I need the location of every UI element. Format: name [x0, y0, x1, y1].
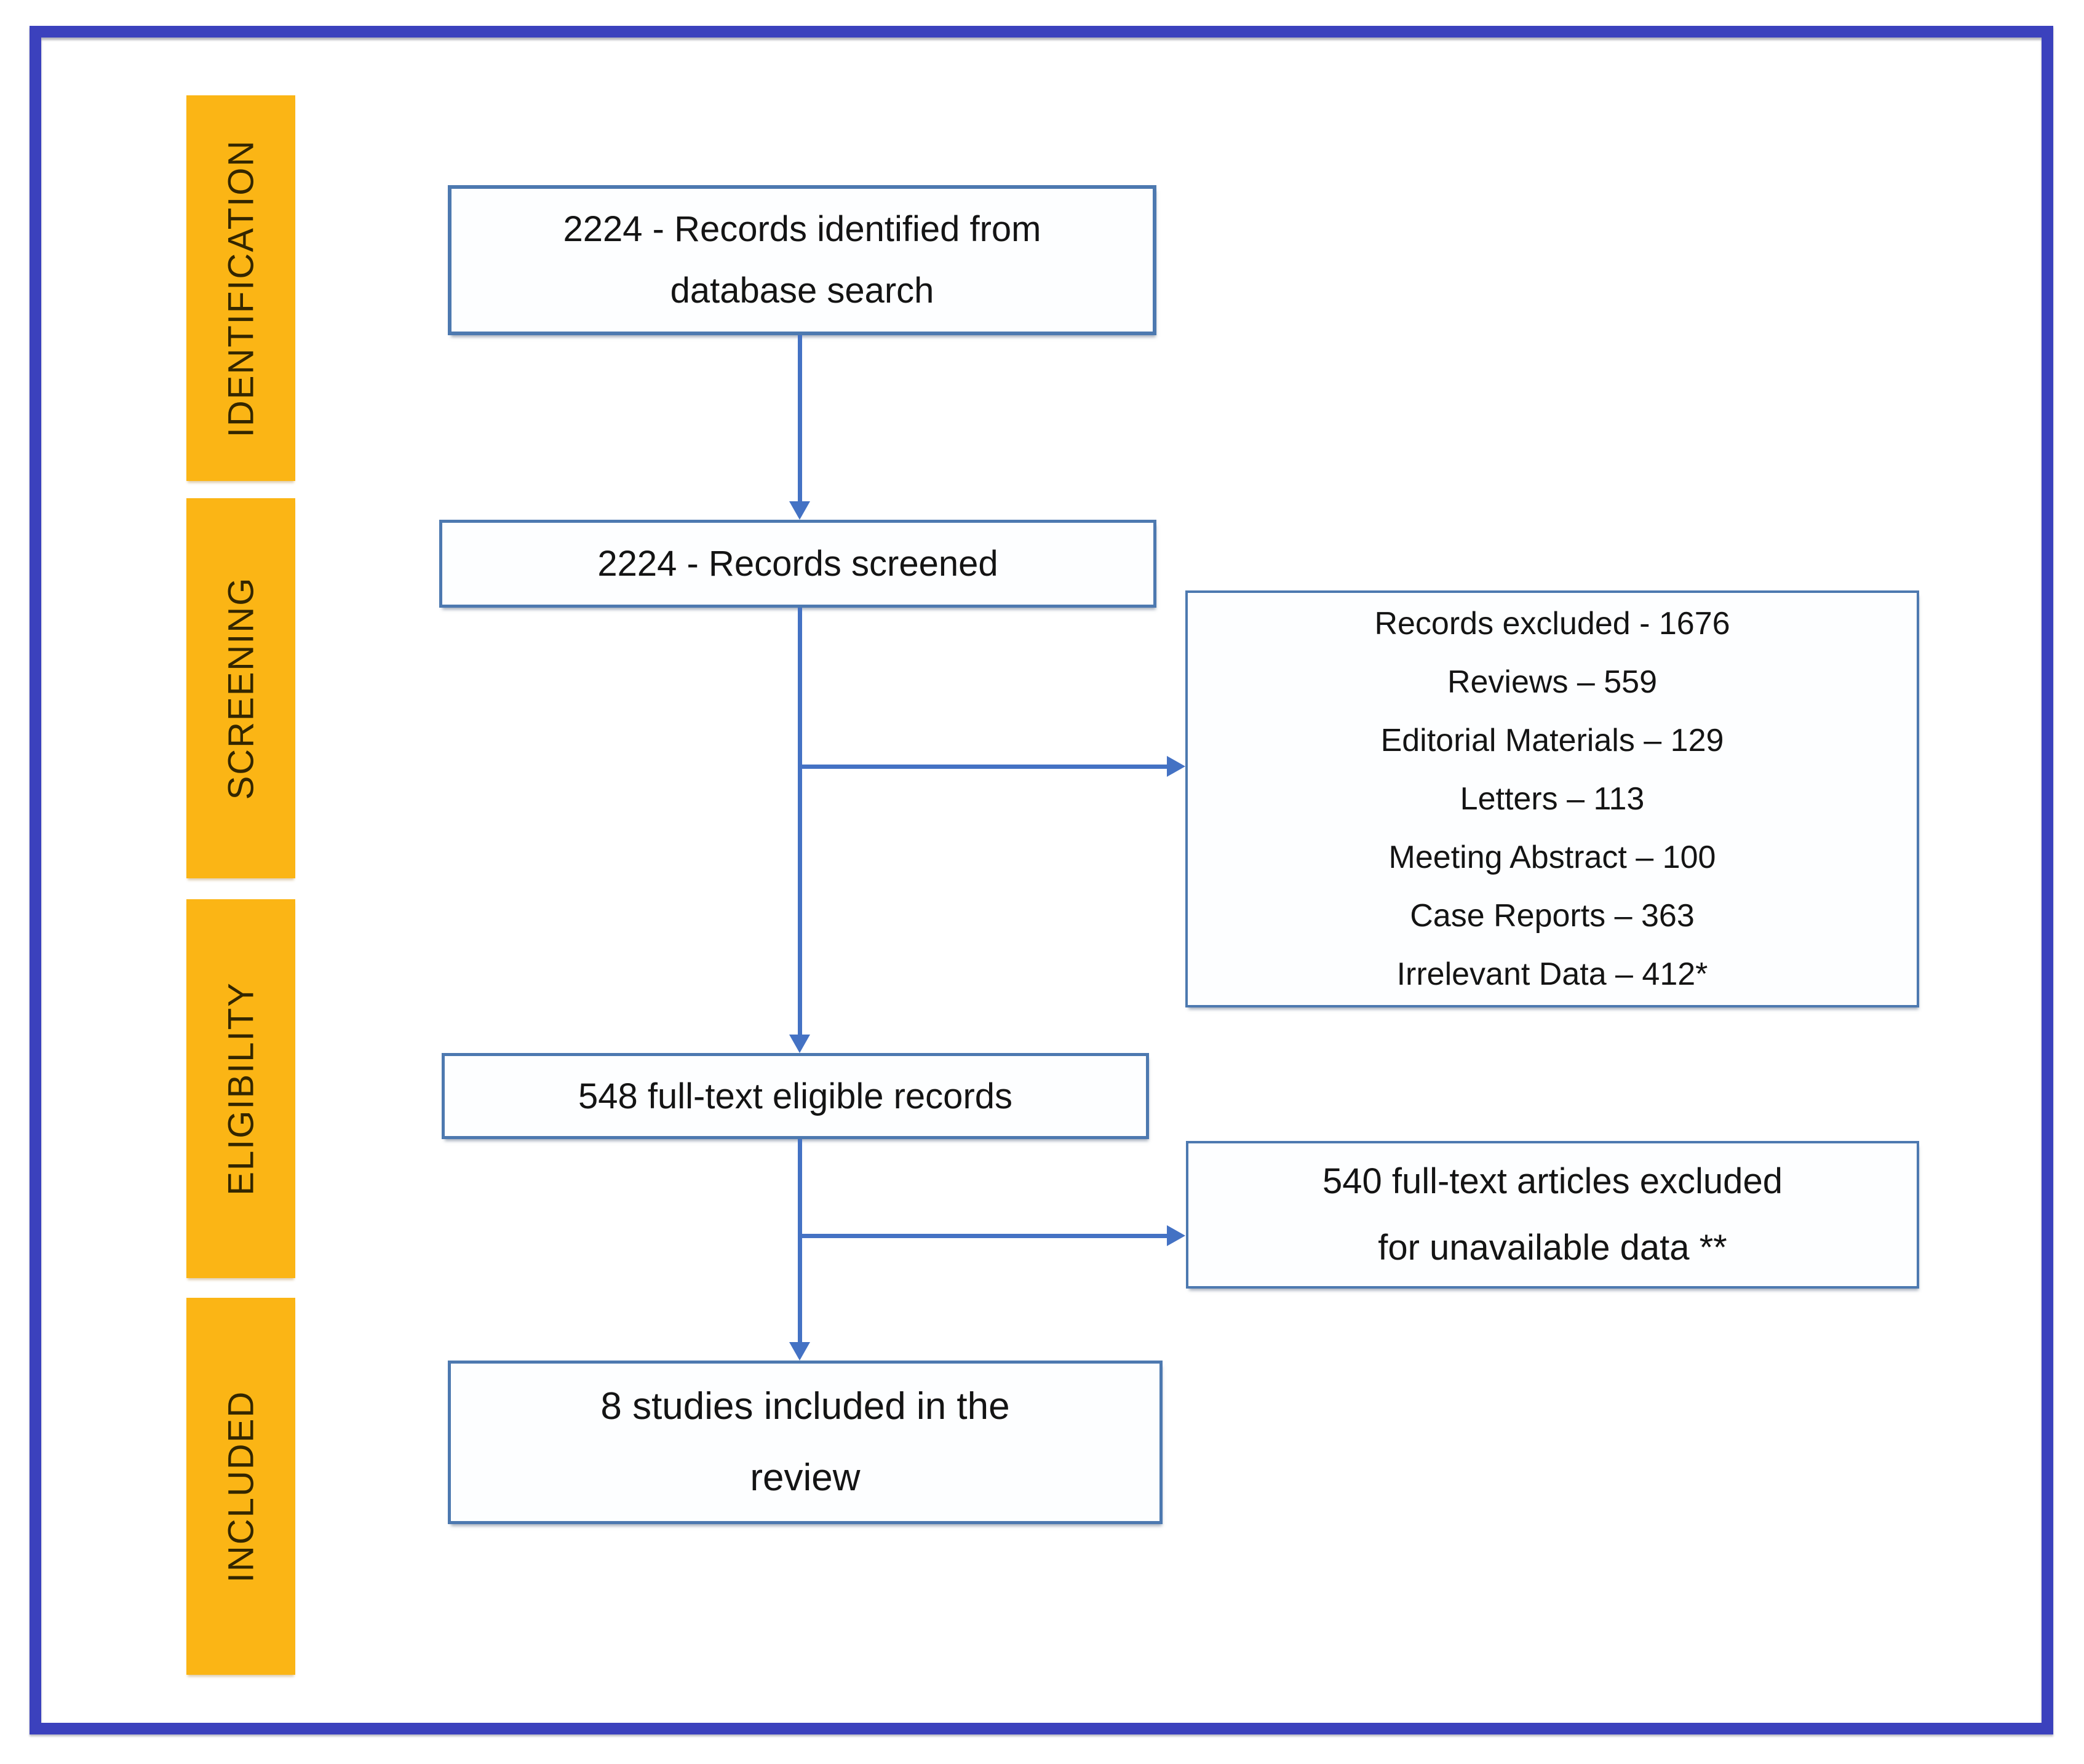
stage-included: INCLUDED [186, 1298, 295, 1675]
box-studies-included-line: review [750, 1456, 861, 1499]
arrowhead-to-included-icon [789, 1342, 810, 1361]
connector-screened-to-eligible-line [798, 608, 802, 1035]
arrowhead-to-eligible-icon [789, 1035, 810, 1053]
box-fulltext-excluded: 540 full-text articles excluded for unav… [1186, 1141, 1919, 1289]
box-studies-included: 8 studies included in the review [448, 1361, 1163, 1524]
box-records-excluded-line: Reviews – 559 [1447, 664, 1658, 700]
box-fulltext-eligible: 548 full-text eligible records [442, 1053, 1149, 1139]
box-fulltext-excluded-line: 540 full-text articles excluded [1322, 1161, 1783, 1201]
stage-screening: SCREENING [186, 498, 295, 878]
branch-records-excluded-line [800, 765, 1167, 769]
arrowhead-to-fulltext-excluded-icon [1167, 1225, 1185, 1246]
arrowhead-to-records-excluded-icon [1167, 756, 1185, 777]
box-records-excluded: Records excluded - 1676 Reviews – 559 Ed… [1185, 590, 1919, 1007]
arrow-identified-to-screened-line [798, 335, 802, 503]
stage-screening-label: SCREENING [221, 576, 261, 800]
box-records-excluded-line: Letters – 113 [1460, 781, 1645, 817]
box-records-screened: 2224 - Records screened [439, 520, 1156, 608]
box-records-excluded-line: Case Reports – 363 [1410, 897, 1695, 934]
stage-eligibility-label: ELIGIBILITY [221, 982, 261, 1196]
box-records-excluded-line: Meeting Abstract – 100 [1388, 839, 1716, 875]
box-records-screened-line: 2224 - Records screened [597, 544, 998, 584]
box-fulltext-eligible-line: 548 full-text eligible records [578, 1076, 1013, 1116]
box-records-identified-line: database search [670, 271, 934, 311]
stage-identification-label: IDENTIFICATION [221, 139, 261, 437]
arrowhead-to-screened-icon [789, 501, 810, 520]
stage-included-label: INCLUDED [221, 1390, 261, 1583]
stage-eligibility: ELIGIBILITY [186, 899, 295, 1278]
box-studies-included-line: 8 studies included in the [600, 1385, 1010, 1428]
outer-border [30, 26, 2053, 1734]
box-records-excluded-line: Editorial Materials – 129 [1380, 722, 1724, 758]
box-records-excluded-line: Records excluded - 1676 [1374, 605, 1730, 642]
box-records-excluded-line: Irrelevant Data – 412* [1396, 956, 1708, 992]
connector-eligible-to-included-line [798, 1139, 802, 1342]
stage-identification: IDENTIFICATION [186, 95, 295, 481]
box-fulltext-excluded-line: for unavailable data ** [1378, 1228, 1727, 1268]
branch-fulltext-excluded-line [800, 1234, 1167, 1238]
box-records-identified: 2224 - Records identified from database … [448, 185, 1156, 335]
box-records-identified-line: 2224 - Records identified from [563, 209, 1041, 249]
